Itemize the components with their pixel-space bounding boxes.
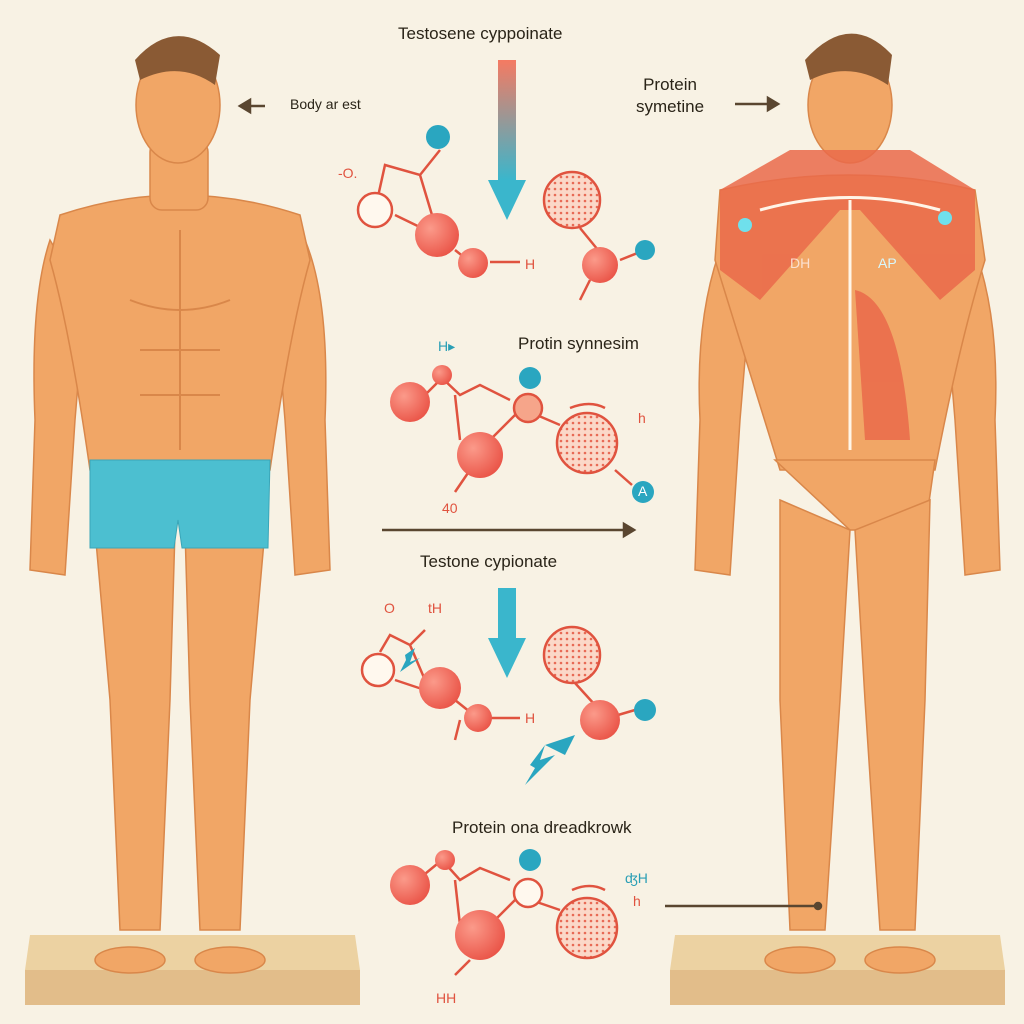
bottom-title: Protein ona dreadkrowk <box>452 818 632 837</box>
left-shorts <box>89 459 271 549</box>
chest-label-right: AP <box>878 255 897 271</box>
teal-arrow-head <box>488 638 526 678</box>
atom-label-a: A <box>638 483 648 499</box>
atom-label-h3: h <box>638 410 646 426</box>
second-title: Testone cypionate <box>420 552 558 571</box>
left-hair <box>135 36 220 85</box>
arrow-body-at-rest <box>237 97 265 115</box>
molecule-4 <box>390 849 619 976</box>
atom-label-40: 40 <box>442 500 458 516</box>
glow-right-icon <box>938 211 952 225</box>
protein-synthesis-line2: symetine <box>636 97 705 116</box>
right-hair <box>805 33 892 85</box>
top-title: Testosene cyppoinate <box>398 24 563 43</box>
atom-label-hh: HH <box>436 990 457 1006</box>
molecule-3 <box>360 625 656 785</box>
gradient-arrow-head <box>488 180 526 220</box>
arrow-right-middle <box>382 521 637 539</box>
arrow-protein-synthesis <box>735 95 781 113</box>
left-platform <box>25 935 360 1005</box>
atom-label-h5: h <box>633 893 641 909</box>
left-abs <box>129 230 231 450</box>
arrow-to-right-leg <box>665 901 823 911</box>
right-tendon-lines <box>759 196 941 450</box>
atom-label-h2: H▸ <box>438 338 456 354</box>
molecule-2 <box>390 365 654 503</box>
body-at-rest-label: Body ar est <box>290 96 361 112</box>
gradient-arrow-shaft <box>498 60 516 180</box>
atom-label-o2: O <box>384 600 395 616</box>
protein-synthesis-line1: Protein <box>643 75 697 94</box>
atom-label-jh: ʤH <box>625 870 648 886</box>
atom-label-o: -O. <box>338 165 358 181</box>
atom-label-h4: H <box>525 710 536 726</box>
chest-label-left: DH <box>790 255 811 271</box>
teal-arrow-shaft <box>498 588 516 638</box>
atom-label-h: H <box>525 256 536 272</box>
right-muscle-overlay <box>720 150 975 440</box>
atom-label-th: tH <box>428 600 442 616</box>
right-platform <box>670 935 1005 1005</box>
glow-left-icon <box>738 218 752 232</box>
molecule-1 <box>356 125 655 301</box>
protein-synthesis-label: Protein symetine <box>636 74 704 118</box>
middle-title: Protin synnesim <box>518 334 639 353</box>
